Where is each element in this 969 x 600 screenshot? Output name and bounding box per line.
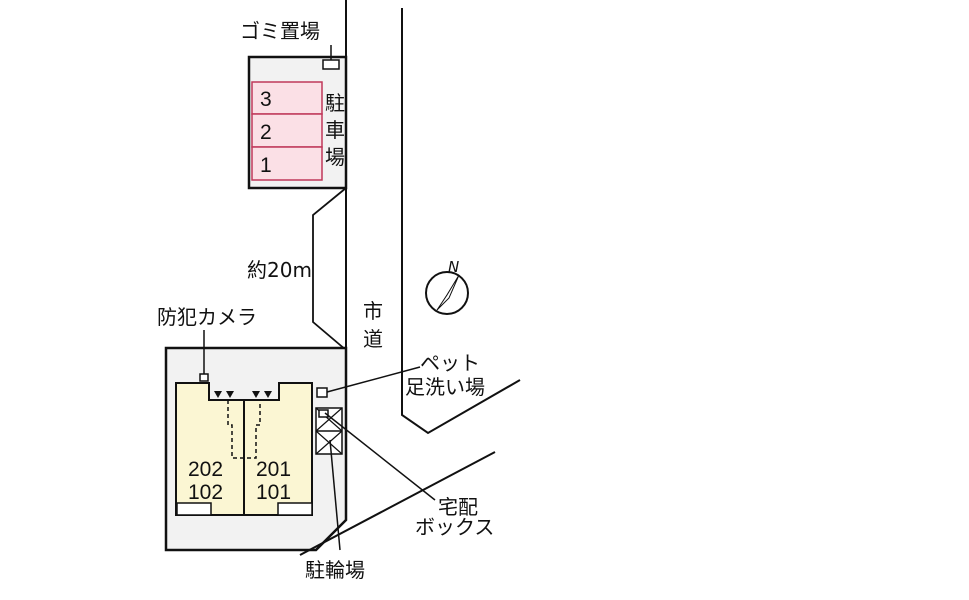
parking-label: 車 (325, 118, 345, 142)
parking-spaces: 3 2 1 (251, 81, 323, 181)
pet-wash-label: 足洗い場 (405, 375, 485, 399)
parking-space-3 (251, 81, 323, 115)
camera-label: 防犯カメラ (157, 305, 257, 329)
north-compass-icon: N (425, 258, 469, 315)
parking-number: 2 (260, 121, 272, 144)
unit-number: 102 (188, 481, 223, 504)
parking-space-1 (251, 146, 323, 181)
bicycle-parking-label: 駐輪場 (305, 558, 365, 582)
parking-label: 駐 (325, 91, 345, 115)
parking-number: 1 (260, 154, 272, 177)
parking-label: 場 (325, 145, 345, 169)
security-camera-icon (199, 373, 209, 382)
distance-label: 約20m (247, 258, 312, 282)
pet-wash-label: ペット (420, 351, 480, 375)
road-edge-right (401, 8, 521, 435)
unit-number: 201 (256, 458, 291, 481)
road-edge-bottom (299, 451, 496, 556)
walking-route (312, 187, 347, 351)
unit-number: 101 (256, 481, 291, 504)
garbage-area-box (322, 59, 340, 70)
road-label: 道 (363, 327, 383, 351)
delivery-box-icon (315, 407, 343, 455)
delivery-box-label: 宅配 (438, 495, 478, 519)
balcony-left (176, 502, 212, 516)
stairs-path (227, 400, 261, 459)
parking-number: 3 (260, 88, 272, 111)
parking-space-2 (251, 113, 323, 148)
unit-number: 202 (188, 458, 223, 481)
delivery-box-label: ボックス (415, 515, 494, 539)
pet-wash-icon (316, 387, 328, 398)
garbage-label: ゴミ置場 (240, 19, 320, 43)
entrance-markers (214, 391, 272, 398)
balcony-right (277, 502, 313, 516)
svg-text:N: N (448, 258, 459, 276)
road-label: 市 (363, 299, 383, 323)
